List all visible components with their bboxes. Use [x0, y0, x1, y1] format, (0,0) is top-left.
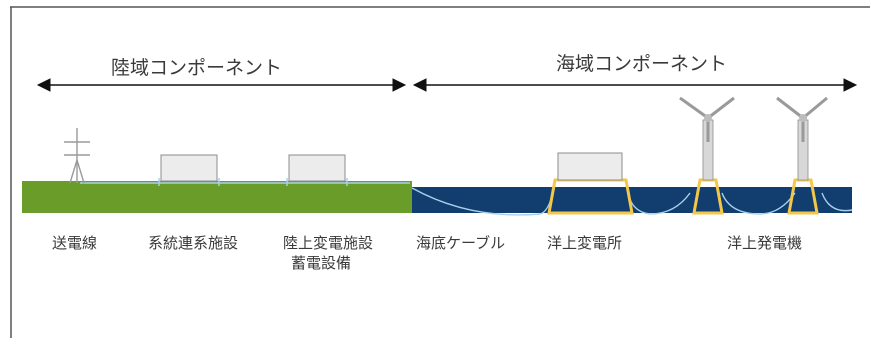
- offshore-turbine-2-icon: [776, 96, 828, 215]
- label-energy-storage: 蓄電設備: [291, 254, 352, 272]
- land-region-title: 陸域コンポーネント: [111, 57, 283, 79]
- sea-region-title: 海域コンポーネント: [556, 53, 728, 75]
- label-offshore-turbine: 洋上発電機: [727, 234, 803, 252]
- label-grid-connection: 系統連系施設: [148, 234, 239, 252]
- subsea-cable: [411, 187, 853, 216]
- label-onshore-substation: 陸上変電施設: [283, 234, 374, 252]
- onshore-substation-building-icon: [286, 154, 348, 186]
- label-subsea-cable: 海底ケーブル: [416, 234, 506, 252]
- label-transmission-line: 送電線: [52, 234, 98, 252]
- transmission-pylon-icon: [64, 128, 90, 184]
- land-span-arrow: [36, 78, 407, 92]
- sea-span-arrow: [412, 78, 858, 92]
- land-strip: [22, 181, 412, 213]
- label-offshore-substation: 洋上変電所: [547, 234, 623, 252]
- offshore-substation-icon: [547, 152, 634, 215]
- offshore-turbine-1-icon: [679, 96, 735, 215]
- grid-connection-building-icon: [158, 154, 220, 186]
